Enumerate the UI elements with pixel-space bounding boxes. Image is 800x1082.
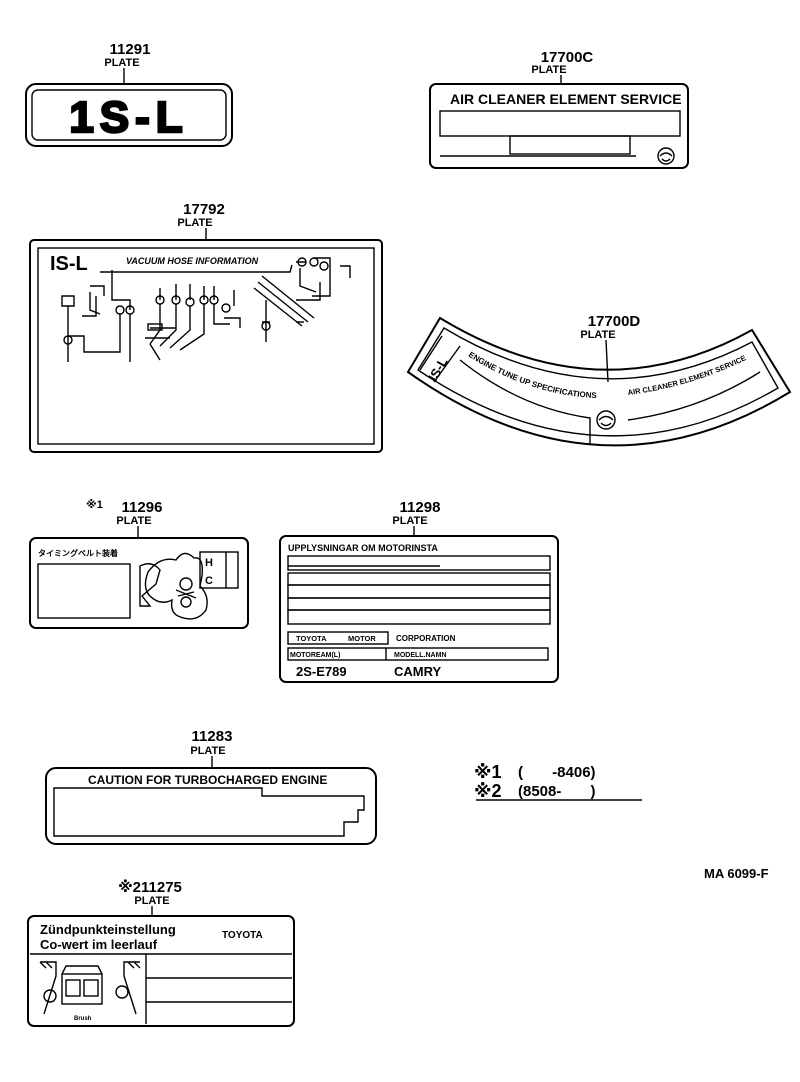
legend-row1-mark: ※1 <box>474 762 502 782</box>
plate-11298-model: CAMRY <box>394 664 442 679</box>
part-11291: 11291 PLATE 1S-L <box>25 41 233 147</box>
part-11298: 11298 PLATE UPPLYSNINGAR OM MOTORINSTA T… <box>279 499 559 683</box>
part-number-17700d: 17700D <box>588 313 641 330</box>
plate-11291-badge: 1S-L <box>69 93 188 142</box>
legend-row1-text: ( -8406) <box>518 764 596 781</box>
part-number-11283: 11283 <box>192 728 233 745</box>
plate-11298-outline <box>279 535 559 683</box>
plate-11298-maker-2: MOTOR <box>348 634 376 643</box>
plate-17700d-outline <box>406 316 792 447</box>
plate-label-17792: PLATE <box>177 217 212 229</box>
vacuum-hose-schematic <box>61 257 351 362</box>
plate-17700d-badge: IS-L <box>425 355 450 384</box>
plate-11291-outline <box>25 83 233 147</box>
plate-11283-title: CAUTION FOR TURBOCHARGED ENGINE <box>88 773 327 787</box>
part-number-17700c: 17700C <box>541 49 594 66</box>
plate-17700d-left-text: ENGINE TUNE UP SPECIFICATIONS <box>467 350 598 400</box>
part-number-11275: ※211275 <box>118 878 182 896</box>
svg-text:AIR CLEANER ELEMENT SERVICE: AIR CLEANER ELEMENT SERVICE <box>627 353 747 397</box>
plate-17792-outline <box>29 239 383 453</box>
part-number-11298: 11298 <box>400 499 441 516</box>
plate-17700c-title: AIR CLEANER ELEMENT SERVICE <box>450 91 682 107</box>
plate-17700d-right-text: AIR CLEANER ELEMENT SERVICE <box>627 353 747 397</box>
plate-11275-outline <box>27 915 295 1027</box>
plate-label-11291: PLATE <box>104 57 139 69</box>
part-number-11291: 11291 <box>110 41 151 58</box>
plate-11291-inner <box>31 89 227 141</box>
legend: ※1 ( -8406) ※2 (8508- ) <box>474 762 642 801</box>
plate-label-11298: PLATE <box>392 515 427 527</box>
plate-label-11275: PLATE <box>134 895 169 907</box>
part-17700d: 17700D PLATE IS-L ENGINE TUNE UP SPECIFI… <box>406 313 792 447</box>
toyota-logo-icon <box>596 410 616 430</box>
plate-label-11296: PLATE <box>116 515 151 527</box>
toyota-logo-icon <box>657 147 675 165</box>
plate-17700c-outline <box>429 83 689 169</box>
part-11283: 11283 PLATE CAUTION FOR TURBOCHARGED ENG… <box>45 728 377 845</box>
plate-11275-line-2: Co-wert im leerlauf <box>40 937 158 952</box>
plate-11298-field-1: MOTOREAM(L) <box>290 652 340 659</box>
distributor-illustration <box>39 961 141 1015</box>
plate-11283-outline <box>45 767 377 845</box>
plate-11296-letter-h: H <box>205 557 213 569</box>
plate-11298-maker-3: CORPORATION <box>396 634 456 643</box>
plate-11275-line-1: Zündpunkteinstellung <box>40 922 176 937</box>
plate-11296-field <box>37 563 131 619</box>
part-11296: ※1 11296 PLATE タイミングベルト装着 H C <box>29 499 249 629</box>
part-number-11296: 11296 <box>122 499 163 516</box>
plate-label-11283: PLATE <box>190 745 225 757</box>
plate-11283-field <box>53 787 365 837</box>
plate-11296-outline <box>29 537 249 629</box>
plate-17700d-inner <box>417 327 779 437</box>
legend-row2-text: (8508- ) <box>518 783 596 800</box>
part-17700c: 17700C PLATE AIR CLEANER ELEMENT SERVICE <box>429 49 689 169</box>
part-11275: ※211275 PLATE Zündpunkteinstellung Co-we… <box>27 878 295 1027</box>
plate-17700c-field-2 <box>509 135 631 155</box>
engine-illustration <box>139 552 208 620</box>
plate-17792-badge: IS-L <box>50 253 88 275</box>
plate-11298-field-2: MODELL.NAMN <box>394 652 447 659</box>
plate-11298-engine: 2S-E789 <box>296 664 347 679</box>
legend-row2-mark: ※2 <box>474 781 502 801</box>
part-17792: 17792 PLATE IS-L VACUUM HOSE INFORMATION <box>29 201 383 453</box>
part-number-17792: 17792 <box>183 201 225 218</box>
plate-11298-maker-1: TOYOTA <box>296 634 327 643</box>
plate-11296-title: タイミングベルト装着 <box>38 548 118 558</box>
plate-11296-mark: ※1 <box>86 499 103 511</box>
drawing-code: MA 6099-F <box>704 866 769 881</box>
plate-11298-title: UPPLYSNINGAR OM MOTORINSTA <box>288 543 438 553</box>
plate-17792-inner <box>37 247 375 445</box>
plate-11296-gauge <box>199 551 239 589</box>
plate-17700c-field-1 <box>439 110 681 137</box>
plate-11296-letter-c: C <box>205 575 213 587</box>
plate-17792-title: VACUUM HOSE INFORMATION <box>126 256 259 266</box>
plate-11275-small: Brush <box>74 1016 92 1022</box>
svg-text:ENGINE TUNE UP SPECIFICATIONS: ENGINE TUNE UP SPECIFICATIONS <box>467 350 598 400</box>
leader-line-17700d <box>605 339 609 383</box>
plate-11275-maker: TOYOTA <box>222 930 263 941</box>
plate-label-17700c: PLATE <box>531 64 566 76</box>
plate-label-17700d: PLATE <box>580 329 615 341</box>
